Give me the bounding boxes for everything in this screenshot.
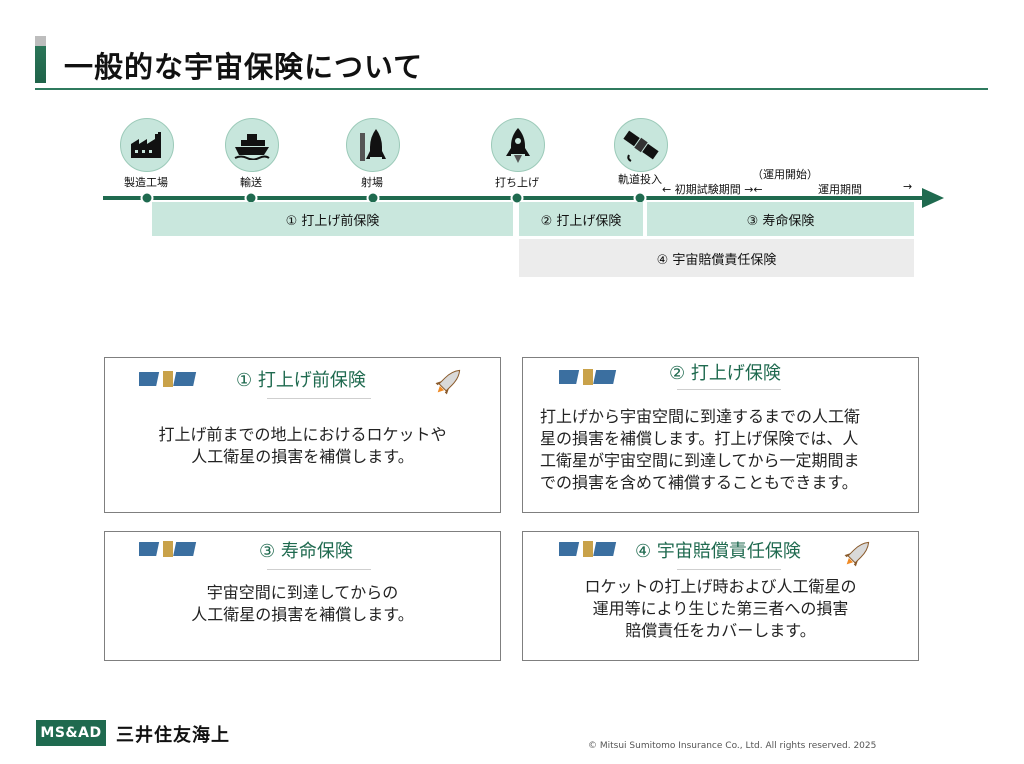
rocket-icon <box>491 118 545 172</box>
card-pre-launch: ① 打上げ前保険 打上げ前までの地上におけるロケットや 人工衛星の損害を補償しま… <box>104 357 501 513</box>
satellite-icon <box>559 541 617 557</box>
stage-label-factory: 製造工場 <box>124 176 168 189</box>
satellite-icon <box>139 541 197 557</box>
timeline-dot <box>510 191 524 205</box>
card-body-line: 賠償責任をカバーします。 <box>625 621 816 640</box>
card-heading-rule <box>267 569 371 570</box>
card-body-line: 人工衛星の損害を補償します。 <box>191 447 414 466</box>
card-body-line: 打上げから宇宙空間に到達するまでの人工衛 <box>540 407 861 426</box>
card-heading-rule <box>677 569 781 570</box>
band-pre-launch: ① 打上げ前保険 <box>152 202 513 236</box>
card-body-line: 工衛星が宇宙空間に到達してから一定期間ま <box>540 451 860 470</box>
card-heading: ② 打上げ保険 <box>669 363 781 384</box>
card-heading-rule <box>267 398 371 399</box>
card-body-line: 宇宙空間に到達してからの <box>206 583 399 602</box>
card-heading: ③ 寿命保険 <box>259 541 353 562</box>
card-heading: ① 打上げ前保険 <box>236 370 366 391</box>
initial-test-period-label: ← 初期試験期間 →← <box>662 183 763 196</box>
launch-tower-icon <box>346 118 400 172</box>
band-launch: ② 打上げ保険 <box>519 202 643 236</box>
title-accent-cap <box>35 36 46 46</box>
stage-label-launch: 打ち上げ <box>495 176 539 189</box>
card-life: ③ 寿命保険 宇宙空間に到達してからの 人工衛星の損害を補償します。 <box>104 531 501 661</box>
factory-icon <box>120 118 174 172</box>
card-liability: ④ 宇宙賠償責任保険 ロケットの打上げ時および人工衛星の 運用等により生じた第三… <box>522 531 919 661</box>
satellite-icon <box>559 369 617 385</box>
band-liability: ④ 宇宙賠償責任保険 <box>519 239 914 277</box>
rocket-icon <box>844 541 870 567</box>
satellite-icon <box>614 118 668 172</box>
timeline-dot <box>140 191 154 205</box>
card-body-line: 打上げ前までの地上におけるロケットや <box>158 425 447 444</box>
ship-icon <box>225 118 279 172</box>
satellite-icon <box>139 371 197 387</box>
timeline-arrow-head <box>922 188 944 208</box>
card-heading: ④ 宇宙賠償責任保険 <box>635 541 801 562</box>
title-accent-bar <box>35 36 46 83</box>
company-name: 三井住友海上 <box>116 725 230 746</box>
stage-label-orbit: 軌道投入 <box>618 173 662 186</box>
ops-start-label: （運用開始） <box>752 168 818 181</box>
card-launch: ② 打上げ保険 打上げから宇宙空間に到達するまでの人工衛 星の損害を補償します。… <box>522 357 919 513</box>
title-underline <box>35 88 988 90</box>
rocket-icon <box>435 369 461 395</box>
stage-label-launch-site: 射場 <box>361 176 383 189</box>
operation-period-label: 運用期間 <box>818 183 862 196</box>
company-logo: MS&AD <box>36 720 106 746</box>
stage-label-transport: 輸送 <box>240 176 262 189</box>
card-body-line: 運用等により生じた第三者への損害 <box>592 599 849 618</box>
operation-period-arrow: → <box>903 180 913 193</box>
card-body-line: での損害を含めて補償することもできます。 <box>540 473 858 492</box>
copyright-text: © Mitsui Sumitomo Insurance Co., Ltd. Al… <box>588 741 877 751</box>
page-title: 一般的な宇宙保険について <box>64 50 424 84</box>
card-heading-rule <box>677 389 781 390</box>
card-body-line: 人工衛星の損害を補償します。 <box>191 605 414 624</box>
card-body-line: ロケットの打上げ時および人工衛星の <box>584 577 857 596</box>
card-body-line: 星の損害を補償します。打上げ保険では、人 <box>540 429 859 448</box>
band-life: ③ 寿命保険 <box>647 202 914 236</box>
